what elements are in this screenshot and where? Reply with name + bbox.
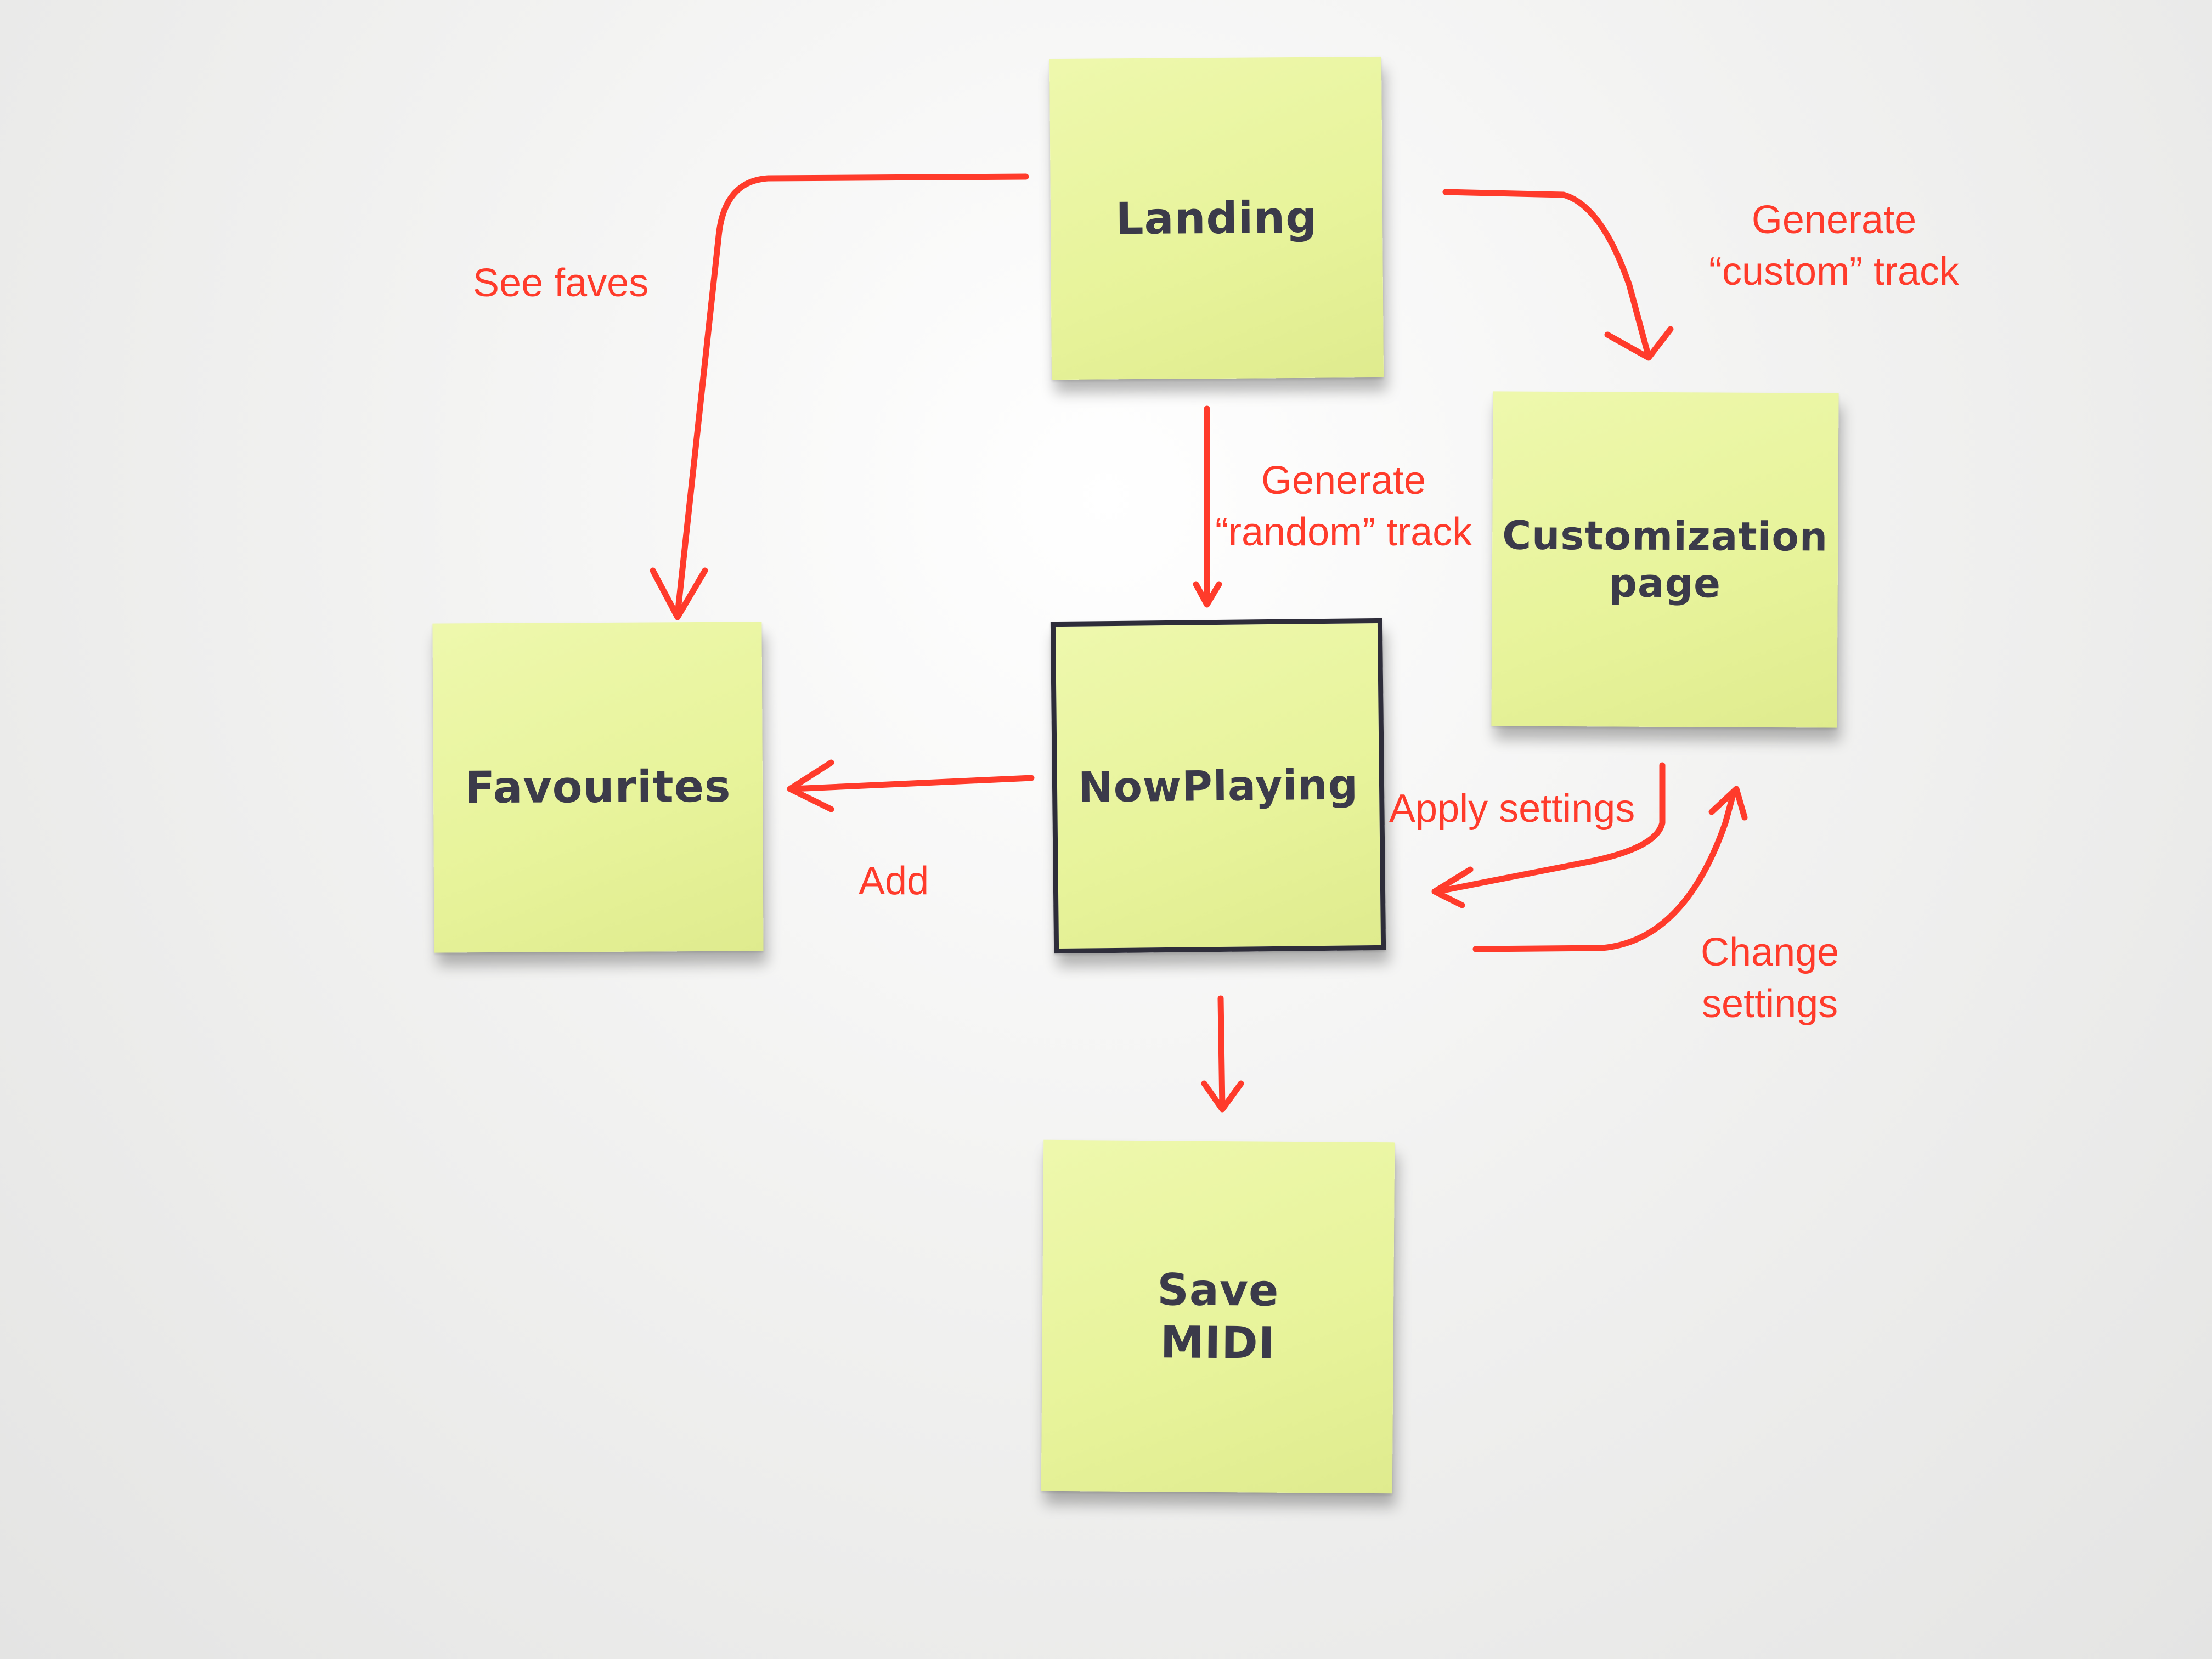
arrowhead-save <box>1201 1080 1244 1113</box>
arrowhead-nowplaying <box>1193 581 1222 608</box>
label-generate-custom: Generate “custom” track <box>1709 198 1960 294</box>
note-landing: Landing <box>1049 56 1384 380</box>
arrow-nowplaying-to-save <box>1217 995 1226 1111</box>
arrow-nowplaying-to-customization <box>1472 789 1737 952</box>
arrowhead-favourites <box>650 567 708 620</box>
arrow-nowplaying-to-favourites <box>789 775 1035 792</box>
label-apply-settings: Apply settings <box>1389 787 1635 831</box>
label-see-faves: See faves <box>473 261 649 305</box>
arrowhead-customization <box>1604 326 1674 361</box>
label-add: Add <box>859 859 929 903</box>
label-change-settings: Change settings <box>1701 930 1839 1026</box>
arrow-customization-to-nowplaying <box>1434 762 1666 895</box>
arrow-landing-to-favourites <box>674 173 1029 618</box>
note-favourites-label: Favourites <box>465 760 731 814</box>
note-landing-label: Landing <box>1115 191 1318 244</box>
note-save-midi-label: Save MIDI <box>1157 1264 1279 1369</box>
note-customization-label: Customization page <box>1502 512 1829 607</box>
label-generate-random: Generate “random” track <box>1215 459 1472 554</box>
note-now-playing-label: NowPlaying <box>1077 760 1359 812</box>
arrowhead-apply <box>1431 866 1474 909</box>
note-save-midi: Save MIDI <box>1041 1139 1395 1494</box>
note-favourites: Favourites <box>432 622 764 953</box>
arrow-landing-to-customization <box>1442 189 1652 360</box>
note-now-playing: NowPlaying <box>1050 618 1386 954</box>
arrowhead-change <box>1708 786 1748 821</box>
note-customization: Customization page <box>1491 391 1839 728</box>
arrowhead-favourites-add <box>787 759 834 812</box>
